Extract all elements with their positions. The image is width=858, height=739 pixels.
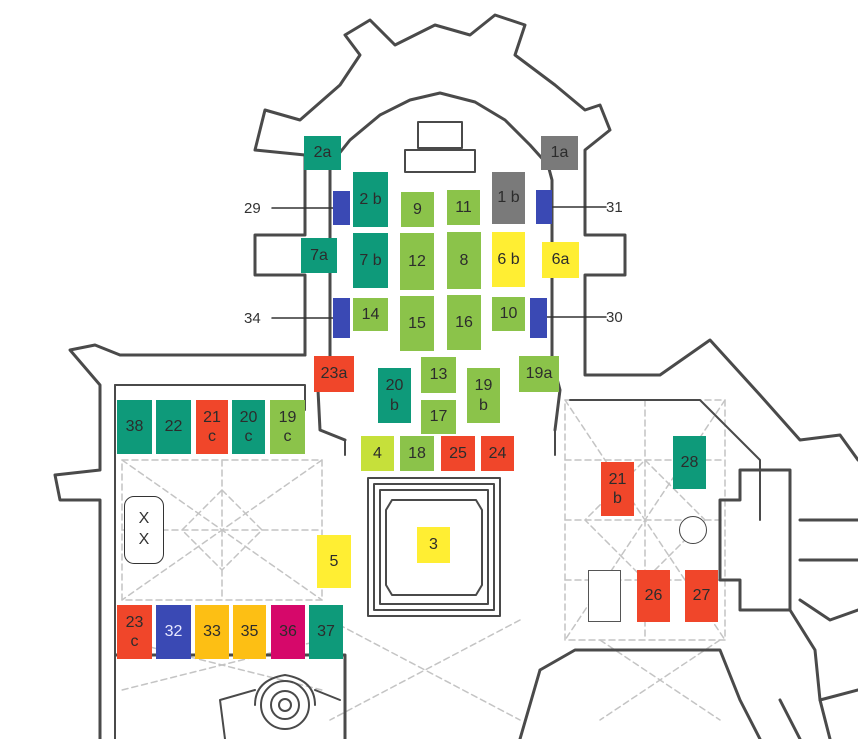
pillar-30 (530, 298, 547, 338)
marker-25[interactable]: 25 (441, 436, 475, 471)
marker-2a[interactable]: 2a (304, 136, 341, 170)
marker-19a[interactable]: 19a (519, 356, 559, 392)
marker-33[interactable]: 33 (195, 605, 229, 659)
marker-13[interactable]: 13 (421, 357, 456, 393)
marker-1a[interactable]: 1a (541, 136, 578, 170)
marker-7b[interactable]: 7 b (353, 233, 388, 288)
altar-top (417, 121, 463, 149)
marker-11[interactable]: 11 (447, 190, 480, 225)
marker-16[interactable]: 16 (447, 295, 481, 350)
central-stair-outer (367, 477, 501, 617)
marker-23a[interactable]: 23a (314, 356, 354, 392)
marker-5[interactable]: 5 (317, 535, 351, 588)
marker-17[interactable]: 17 (421, 400, 456, 434)
spiral-stair (219, 674, 341, 739)
vault-pattern-bottom (329, 619, 721, 721)
left-wing-wall (53, 343, 307, 739)
marker-9[interactable]: 9 (401, 192, 434, 227)
marker-32[interactable]: 32 (156, 605, 191, 659)
marker-14[interactable]: 14 (353, 298, 388, 331)
right-wing-wall (583, 338, 858, 462)
marker-7a[interactable]: 7a (301, 238, 337, 273)
apse-outer-wall (253, 13, 627, 357)
altar-base (404, 149, 476, 173)
marker-19b[interactable]: 19 b (467, 368, 500, 423)
marker-37[interactable]: 37 (309, 605, 343, 659)
xx-box[interactable]: X X (124, 496, 164, 564)
marker-21c[interactable]: 21 c (196, 400, 228, 454)
marker-12[interactable]: 12 (400, 233, 434, 290)
marker-6b[interactable]: 6 b (492, 232, 525, 287)
marker-23c[interactable]: 23 c (117, 605, 152, 659)
marker-4[interactable]: 4 (361, 436, 394, 471)
marker-38[interactable]: 38 (117, 400, 152, 454)
marker-8[interactable]: 8 (447, 232, 481, 289)
marker-27[interactable]: 27 (685, 570, 718, 622)
marker-6a[interactable]: 6a (542, 242, 579, 278)
marker-15[interactable]: 15 (400, 296, 434, 351)
pillar-34 (333, 298, 350, 338)
marker-3[interactable]: 3 (417, 527, 450, 563)
marker-18[interactable]: 18 (400, 436, 434, 471)
marker-35[interactable]: 35 (233, 605, 266, 659)
marker-2b[interactable]: 2 b (353, 172, 388, 227)
apse-inner-wall (328, 91, 562, 432)
callout-label-31: 31 (606, 199, 623, 216)
marker-19c[interactable]: 19 c (270, 400, 305, 454)
marker-26[interactable]: 26 (637, 570, 670, 622)
callout-label-29: 29 (244, 200, 261, 217)
marker-21b[interactable]: 21 b (601, 462, 634, 516)
marker-20c[interactable]: 20 c (232, 400, 265, 454)
circle-marker[interactable] (679, 516, 707, 544)
marker-28[interactable]: 28 (673, 436, 706, 489)
marker-22[interactable]: 22 (156, 400, 191, 454)
marker-1b[interactable]: 1 b (492, 172, 525, 224)
marker-10[interactable]: 10 (492, 297, 525, 331)
marker-36[interactable]: 36 (271, 605, 305, 659)
callout-label-34: 34 (244, 310, 261, 327)
empty-marker-box[interactable] (588, 570, 621, 622)
callout-label-30: 30 (606, 309, 623, 326)
marker-24[interactable]: 24 (481, 436, 514, 471)
pillar-29 (333, 191, 350, 225)
pillar-31 (536, 190, 552, 224)
marker-20b[interactable]: 20 b (378, 368, 411, 423)
